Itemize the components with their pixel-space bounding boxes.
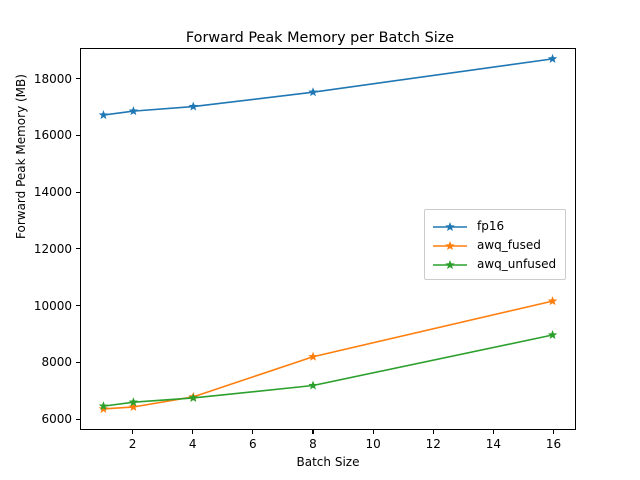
series-line xyxy=(102,58,554,116)
data-point-marker xyxy=(547,53,558,63)
y-tick-mark xyxy=(76,78,80,80)
data-point-marker xyxy=(128,402,139,412)
x-tick-mark xyxy=(312,430,314,434)
x-tick-label: 14 xyxy=(485,437,501,451)
legend-item-awq_unfused[interactable]: awq_unfused xyxy=(432,254,556,273)
data-point-marker xyxy=(308,87,318,97)
data-point-marker xyxy=(188,392,199,402)
chart-title: Forward Peak Memory per Batch Size xyxy=(185,30,455,46)
series-awq_fused xyxy=(98,296,558,413)
y-tick-mark xyxy=(76,305,80,307)
x-tick-mark xyxy=(132,430,134,434)
y-tick-label: 12000 xyxy=(33,241,72,256)
chart-legend: fp16 awq_fused awq_unfused xyxy=(424,209,567,280)
y-tick-mark xyxy=(76,248,80,250)
plot-lines xyxy=(98,53,558,413)
y-tick-label: 14000 xyxy=(33,185,72,200)
x-tick-label: 8 xyxy=(309,437,317,451)
data-point-marker xyxy=(308,380,318,390)
legend-swatch-icon xyxy=(432,257,468,271)
y-tick-mark xyxy=(76,191,80,193)
data-point-marker xyxy=(547,296,558,306)
x-tick-mark xyxy=(432,430,434,434)
legend-label: fp16 xyxy=(477,218,505,233)
x-tick-label: 4 xyxy=(188,437,197,451)
series-awq_unfused xyxy=(98,330,558,411)
plot-area xyxy=(80,48,576,430)
x-tick-label: 2 xyxy=(128,437,137,451)
x-tick-mark xyxy=(372,430,374,434)
y-tick-label: 18000 xyxy=(33,71,72,86)
data-point-marker xyxy=(128,397,139,407)
x-tick-mark xyxy=(252,430,254,434)
data-point-marker xyxy=(98,110,109,120)
legend-item-awq_fused[interactable]: awq_fused xyxy=(432,235,556,254)
legend-swatch-icon xyxy=(432,238,468,252)
data-point-marker xyxy=(98,401,109,411)
x-tick-mark xyxy=(552,430,554,434)
series-fp16 xyxy=(98,53,558,120)
x-tick-mark xyxy=(492,430,494,434)
data-point-marker xyxy=(547,330,558,340)
legend-label: awq_unfused xyxy=(477,256,557,271)
legend-swatch-icon xyxy=(432,219,468,233)
y-tick-label: 8000 xyxy=(41,355,72,370)
x-tick-label: 6 xyxy=(249,437,257,451)
data-point-marker xyxy=(308,351,318,361)
x-tick-label: 12 xyxy=(425,437,441,451)
x-tick-label: 10 xyxy=(365,437,381,451)
y-tick-label: 6000 xyxy=(41,412,72,427)
y-tick-label: 16000 xyxy=(33,128,72,143)
series-line xyxy=(102,334,554,407)
y-tick-label: 10000 xyxy=(33,298,72,313)
legend-label: awq_fused xyxy=(477,237,541,252)
x-tick-mark xyxy=(192,430,194,434)
data-point-marker xyxy=(188,101,199,111)
legend-item-fp16[interactable]: fp16 xyxy=(432,216,556,235)
data-point-marker xyxy=(98,403,109,413)
series-line xyxy=(102,300,554,410)
data-point-marker xyxy=(128,106,139,116)
y-tick-mark xyxy=(76,134,80,136)
x-axis-label: Batch Size xyxy=(296,455,360,469)
x-tick-label: 16 xyxy=(545,437,562,451)
y-tick-mark xyxy=(76,361,80,363)
y-axis-label: Forward Peak Memory (MB) xyxy=(14,74,28,239)
y-tick-mark xyxy=(76,418,80,420)
